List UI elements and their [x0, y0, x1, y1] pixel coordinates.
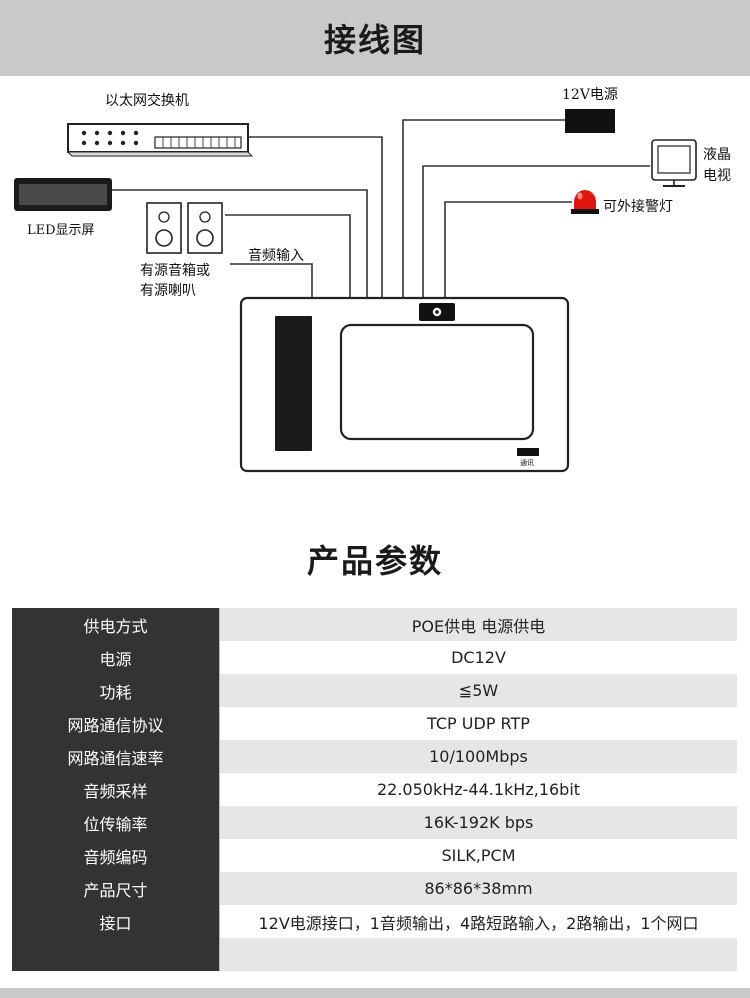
- table-row: 产品尺寸 86*86*38mm: [12, 872, 737, 905]
- spec-key: 网路通信速率: [12, 740, 220, 773]
- table-row: 供电方式 POE供电 电源供电: [12, 608, 737, 641]
- spec-key: 产品尺寸: [12, 872, 220, 905]
- table-row: 音频编码 SILK,PCM: [12, 839, 737, 872]
- wiring-diagram: 以太网交换机 LED显示屏 有源音箱或 有源喇叭 音频输入 12V电源 液晶 电…: [0, 76, 750, 516]
- spec-key: 功耗: [12, 674, 220, 707]
- header-banner: 接线图: [0, 0, 750, 76]
- speaker-label-line1: 有源音箱或: [140, 263, 210, 279]
- spec-key: 供电方式: [12, 608, 220, 641]
- spec-key: [12, 938, 220, 971]
- intercom-device-icon: [239, 296, 570, 473]
- device-port-label: 通讯: [520, 459, 534, 467]
- spec-key: 位传输率: [12, 806, 220, 839]
- spec-value: 86*86*38mm: [219, 872, 737, 905]
- spec-value: TCP UDP RTP: [219, 707, 737, 740]
- params-title: 产品参数: [306, 542, 443, 580]
- table-row: 网路通信协议 TCP UDP RTP: [12, 707, 737, 740]
- alarm-wire: [444, 201, 572, 298]
- spec-key: 音频采样: [12, 773, 220, 806]
- spec-value: 22.050kHz-44.1kHz,16bit: [219, 773, 737, 806]
- table-row: 电源 DC12V: [12, 641, 737, 674]
- spec-key: 接口: [12, 905, 220, 938]
- spec-value: [219, 938, 737, 971]
- power-supply-icon: [565, 109, 615, 133]
- ethernet-switch-icon: [66, 123, 254, 157]
- power-12v-label: 12V电源: [562, 87, 618, 103]
- table-row: 音频采样 22.050kHz-44.1kHz,16bit: [12, 773, 737, 806]
- switch-wire: [248, 136, 383, 298]
- table-row: [12, 938, 737, 971]
- speaker-wire: [225, 214, 351, 298]
- spec-value: 10/100Mbps: [219, 740, 737, 773]
- lcd-tv-label-line2: 电视: [703, 168, 731, 184]
- spec-table: 供电方式 POE供电 电源供电 电源 DC12V 功耗 ≦5W 网路通信协议 T…: [12, 608, 737, 971]
- lcd-tv-label-line1: 液晶: [703, 147, 731, 163]
- spec-key: 音频编码: [12, 839, 220, 872]
- led-wire: [112, 189, 368, 298]
- spec-value: 16K-192K bps: [219, 806, 737, 839]
- table-row: 位传输率 16K-192K bps: [12, 806, 737, 839]
- spec-value: ≦5W: [219, 674, 737, 707]
- spec-key: 电源: [12, 641, 220, 674]
- lcd-tv-icon: [651, 139, 697, 187]
- audio-input-label: 音频输入: [248, 248, 304, 264]
- page-title: 接线图: [323, 21, 426, 59]
- alarm-light-label: 可外接警灯: [603, 199, 673, 215]
- power-wire: [402, 119, 565, 298]
- speaker-label-line2: 有源喇叭: [140, 283, 196, 299]
- bottom-bar: [0, 988, 750, 998]
- spec-value: 12V电源接口，1音频输出，4路短路输入，2路输出，1个网口: [219, 905, 737, 938]
- speaker-icon: [146, 202, 223, 254]
- spec-key: 网路通信协议: [12, 707, 220, 740]
- wiring-diagram-graphic: [14, 109, 697, 473]
- table-row: 接口 12V电源接口，1音频输出，4路短路输入，2路输出，1个网口: [12, 905, 737, 938]
- audio-input-wire: [230, 263, 313, 298]
- led-display-icon: [14, 178, 112, 211]
- spec-value: SILK,PCM: [219, 839, 737, 872]
- spec-value: DC12V: [219, 641, 737, 674]
- ethernet-switch-label: 以太网交换机: [105, 93, 189, 109]
- led-display-label: LED显示屏: [27, 223, 95, 238]
- table-row: 网路通信速率 10/100Mbps: [12, 740, 737, 773]
- table-row: 功耗 ≦5W: [12, 674, 737, 707]
- tv-wire: [422, 165, 650, 298]
- alarm-light-icon: [571, 190, 599, 214]
- spec-value: POE供电 电源供电: [219, 608, 737, 641]
